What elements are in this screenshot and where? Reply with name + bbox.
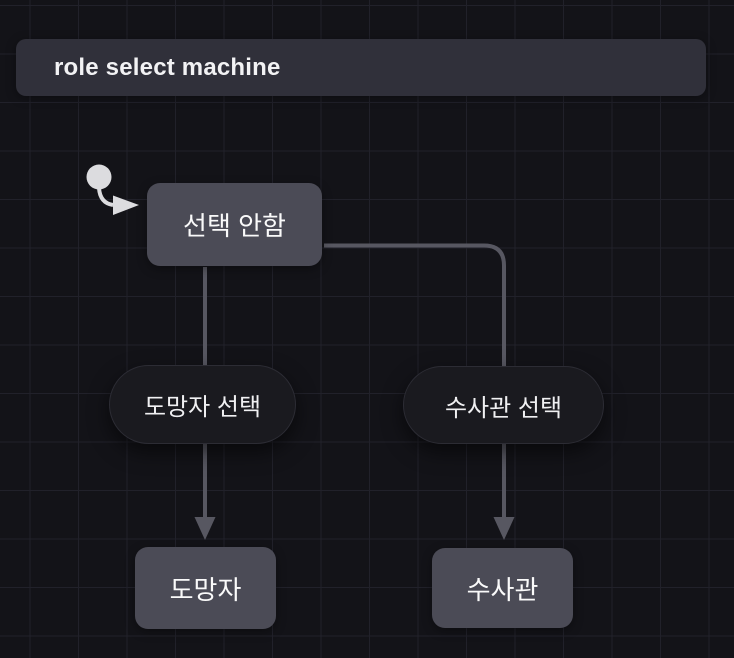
initial-state-icon	[86, 164, 139, 215]
state-label: 도망자	[169, 574, 242, 605]
state-node-investigator[interactable]: 수사관	[432, 548, 573, 628]
arrowhead-fugitive-icon	[194, 517, 216, 540]
state-node-unselected[interactable]: 선택 안함	[147, 183, 322, 266]
event-pill-select-investigator[interactable]: 수사관 선택	[403, 366, 604, 444]
event-pill-select-fugitive[interactable]: 도망자 선택	[109, 365, 296, 444]
event-label: 도망자 선택	[143, 394, 262, 421]
state-label: 수사관	[466, 574, 539, 605]
state-node-fugitive[interactable]: 도망자	[135, 547, 276, 629]
machine-title-bar[interactable]: role select machine	[16, 39, 706, 96]
state-label: 선택 안함	[183, 211, 286, 241]
arrowhead-investigator-icon	[493, 517, 515, 540]
event-label: 수사관 선택	[444, 394, 563, 422]
machine-title: role select machine	[54, 53, 281, 81]
edge-select-investigator	[324, 243, 506, 519]
